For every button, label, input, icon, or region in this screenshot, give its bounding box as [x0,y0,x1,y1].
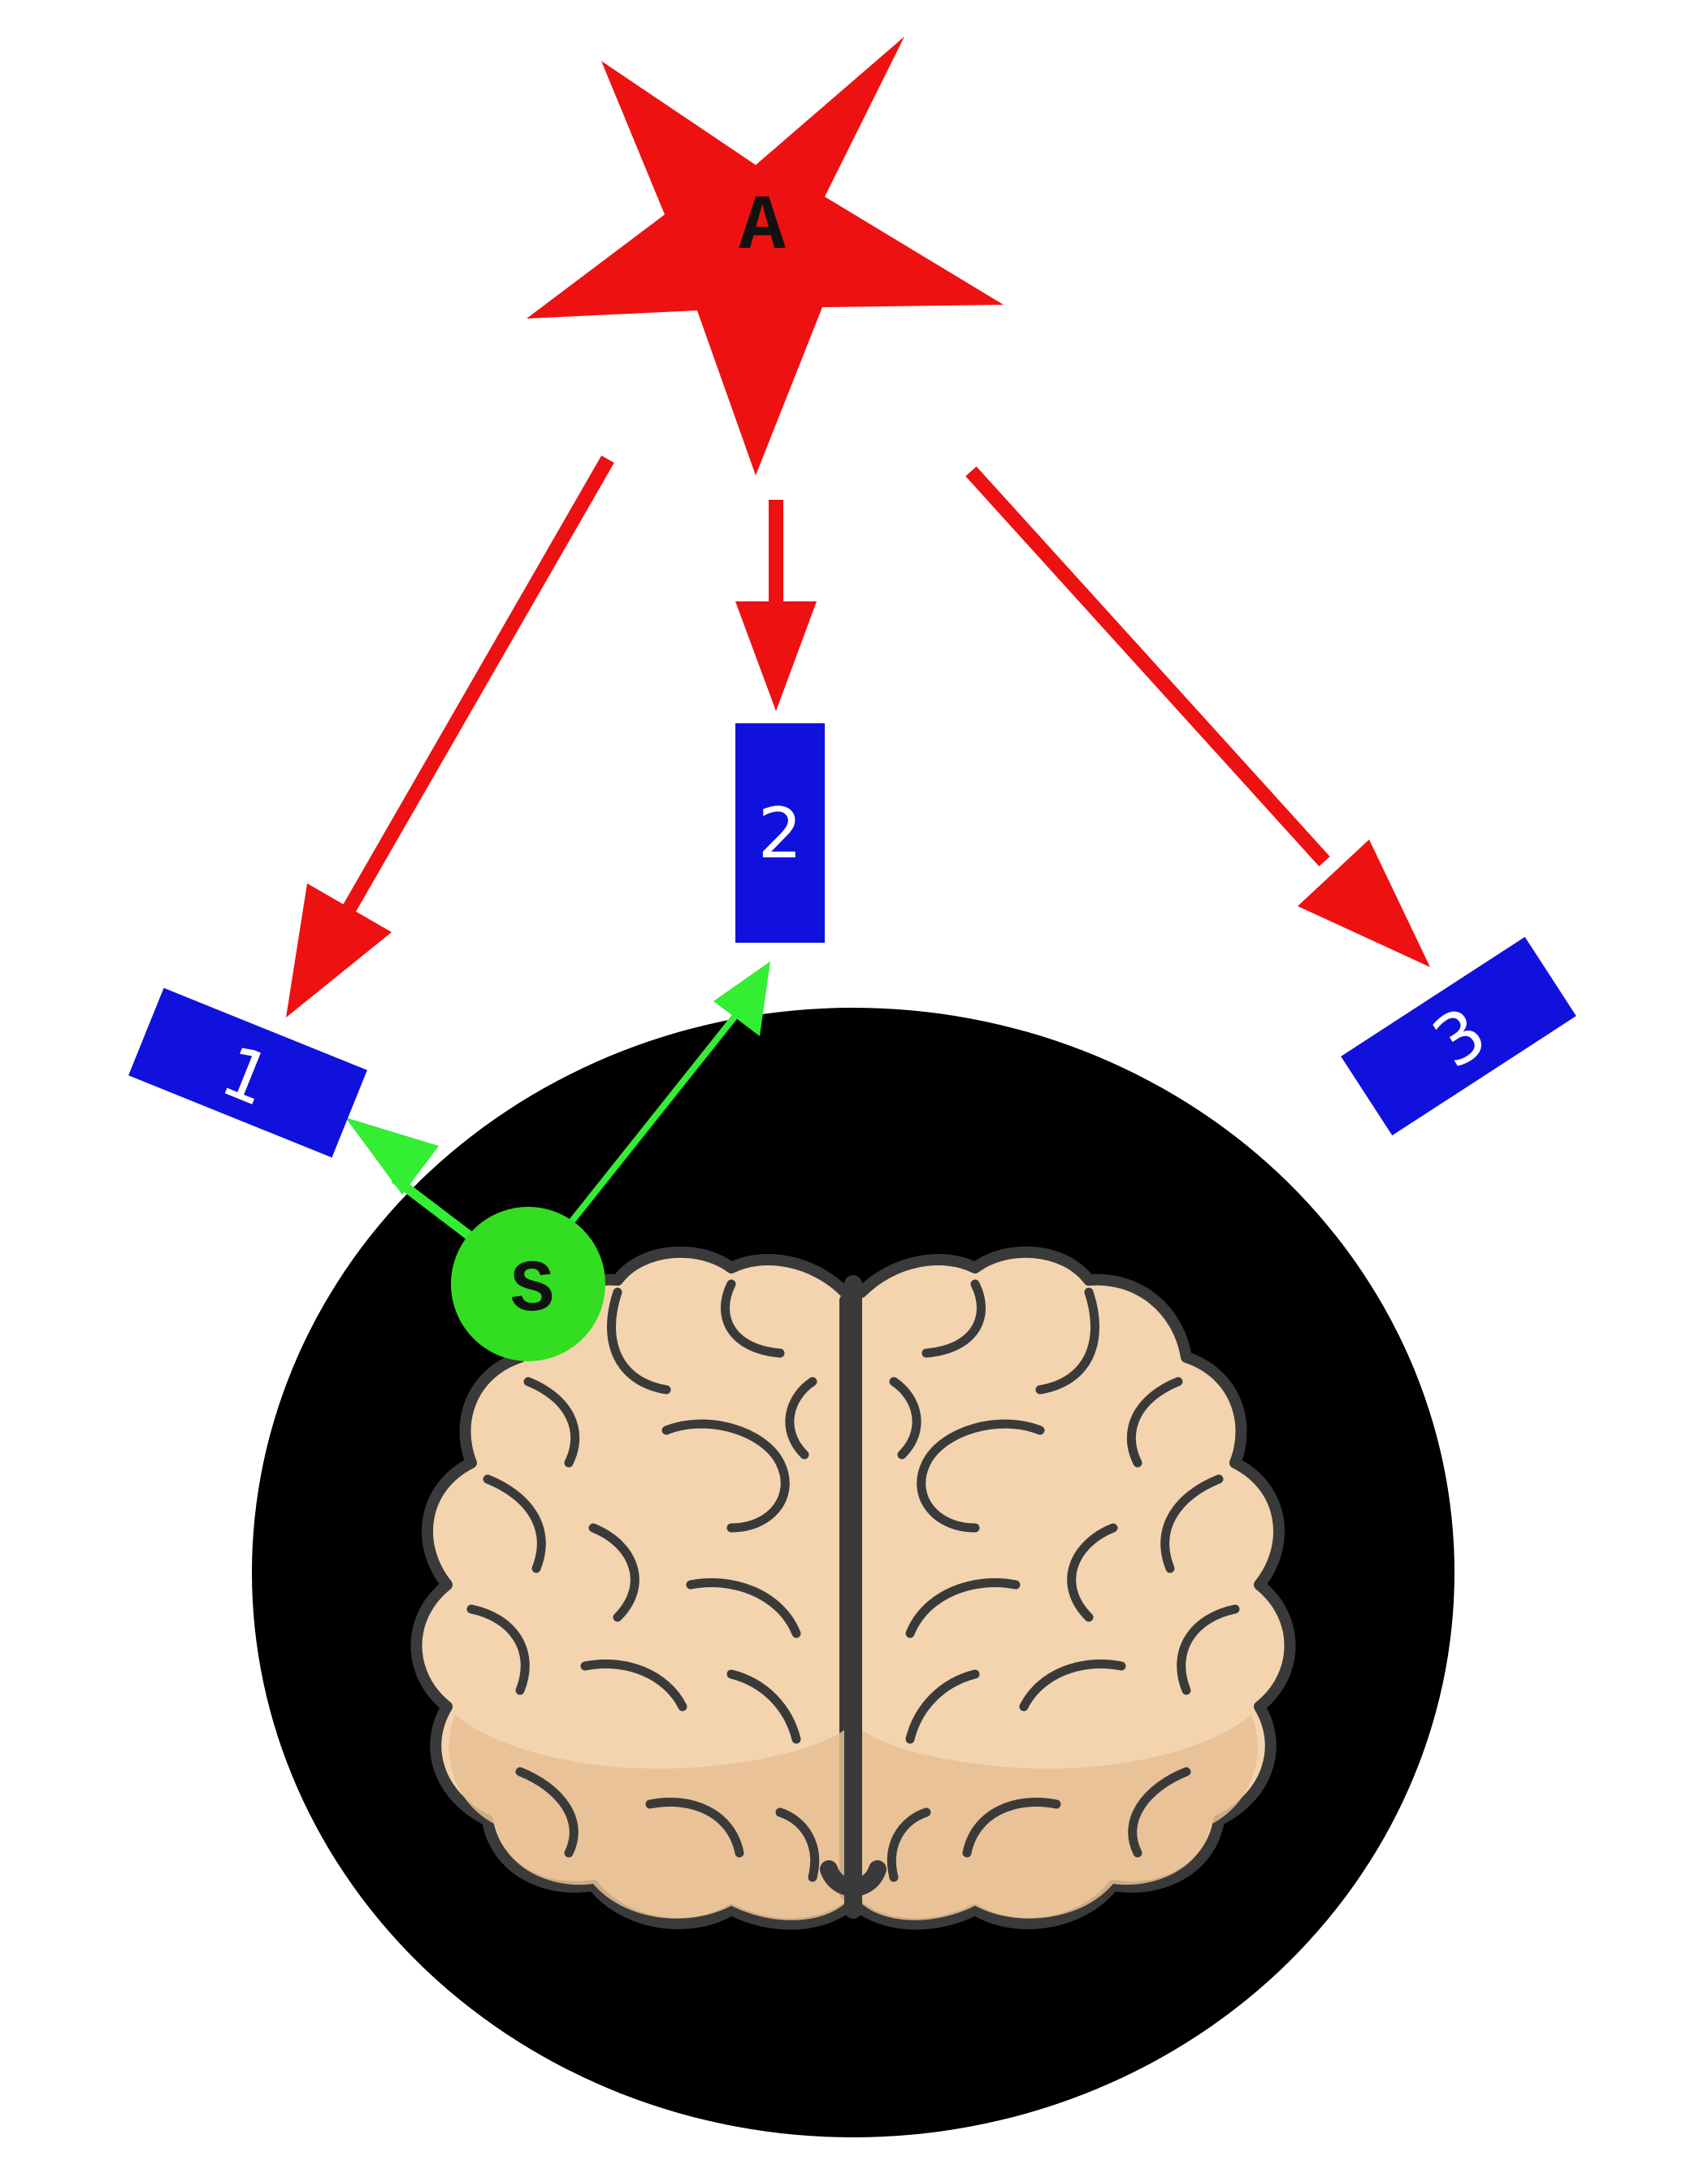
brain-gyri-right [887,1279,1240,1882]
source-node: A [527,37,1004,475]
star-icon [527,37,1004,475]
brain-icon [410,1246,1296,1930]
arrow-a-to-3 [965,466,1430,967]
sensor-3: 3 [1341,936,1576,1136]
stimulator-node: S [451,1207,605,1361]
brain-fissure [820,1275,887,1919]
arrow-s-to-2 [557,961,770,1238]
brain-gyri-left [466,1279,820,1882]
arrow-a-to-2 [735,500,817,711]
sensor-2-label: 2 [758,793,803,874]
stimulator-circle [451,1207,605,1361]
arrow-a-to-1 [286,455,614,1017]
sensor-2: 2 [735,723,825,943]
red-arrows [286,455,1430,1017]
stimulator-label: S [510,1250,554,1333]
source-label: A [739,183,786,271]
sensor-1: 1 [128,987,367,1158]
